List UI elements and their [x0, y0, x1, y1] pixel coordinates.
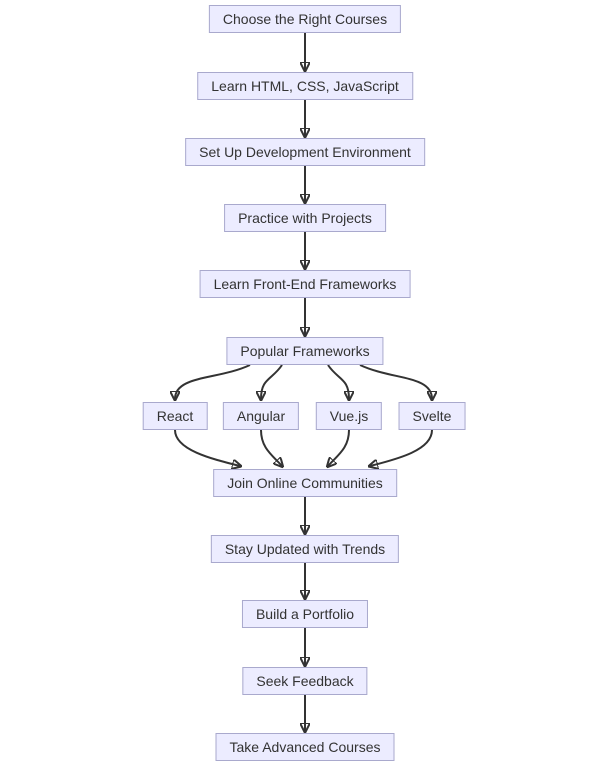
edge-react-to-join: [174, 429, 240, 466]
node-learn-front-end-frameworks: Learn Front-End Frameworks: [199, 270, 411, 298]
node-practice-with-projects: Practice with Projects: [224, 204, 386, 232]
node-build-a-portfolio: Build a Portfolio: [241, 600, 369, 628]
node-angular: Angular: [222, 402, 300, 430]
node-choose-the-right-courses: Choose the Right Courses: [208, 5, 402, 33]
node-vuejs: Vue.js: [315, 402, 383, 430]
node-take-advanced-courses: Take Advanced Courses: [215, 733, 395, 761]
edge-svelte-to-join: [370, 429, 433, 466]
edge-popular-to-svelte: [359, 364, 432, 399]
node-learn-html-css-javascript: Learn HTML, CSS, JavaScript: [197, 72, 413, 100]
node-join-online-communities: Join Online Communities: [213, 469, 397, 497]
edge-popular-to-react: [175, 364, 251, 399]
edge-popular-to-angular: [261, 364, 283, 399]
node-react: React: [142, 402, 208, 430]
edge-vue-to-join: [328, 429, 350, 466]
node-svelte: Svelte: [398, 402, 466, 430]
edge-angular-to-join: [260, 429, 282, 466]
edge-popular-to-vue: [327, 364, 349, 399]
node-stay-updated-with-trends: Stay Updated with Trends: [210, 535, 400, 563]
node-set-up-development-environment: Set Up Development Environment: [185, 138, 425, 166]
node-seek-feedback: Seek Feedback: [242, 667, 368, 695]
node-popular-frameworks: Popular Frameworks: [226, 337, 384, 365]
